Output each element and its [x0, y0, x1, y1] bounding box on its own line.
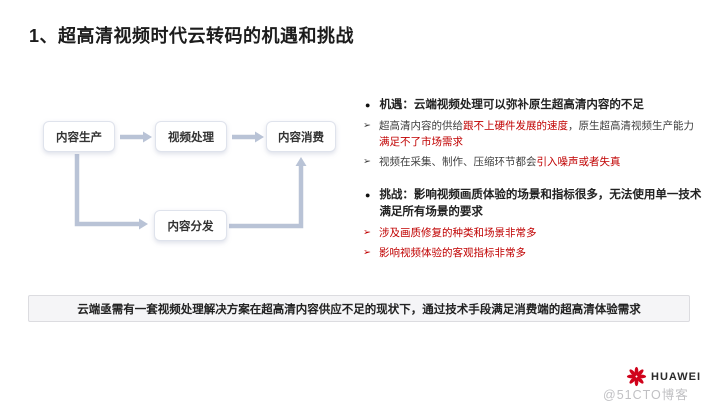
challenge-point-1: ➢ 涉及画质修复的种类和场景非常多	[363, 225, 703, 241]
text-segment-highlight: 满足不了市场需求	[379, 135, 463, 148]
arrow-bullet-icon: ➢	[363, 247, 371, 259]
page-title: 1、超高清视频时代云转码的机遇和挑战	[29, 26, 355, 46]
flow-node-label: 视频处理	[168, 131, 214, 144]
flow-node-video-processing: 视频处理	[155, 121, 227, 152]
challenge-header: ● 挑战：影响视频画质体验的场景和指标很多，无法使用单一技术满足所有场景的要求	[363, 187, 703, 220]
opportunity-point-1-text: 超高清内容的供给跟不上硬件发展的速度，原生超高清视频生产能力满足不了市场需求	[379, 118, 703, 151]
arrowhead-right-icon	[139, 218, 148, 230]
challenge-point-2: ➢ 影响视频体验的客观指标非常多	[363, 245, 703, 261]
summary-banner-text: 云端亟需有一套视频处理解决方案在超高清内容供应不足的现状下，通过技术手段满足消费…	[77, 303, 641, 316]
challenge-point-1-text: 涉及画质修复的种类和场景非常多	[379, 226, 537, 239]
arrow-production-to-distribution	[74, 154, 139, 227]
arrow-bullet-icon: ➢	[363, 156, 371, 168]
opportunity-point-1: ➢ 超高清内容的供给跟不上硬件发展的速度，原生超高清视频生产能力满足不了市场需求	[363, 118, 703, 151]
huawei-logo-text: HUAWEI	[651, 370, 701, 383]
text-segment: 视频在采集、制作、压缩环节都会	[379, 156, 537, 169]
text-segment: 超高清内容的供给	[379, 119, 463, 132]
arrowhead-right-icon	[255, 131, 264, 143]
flow-node-label: 内容生产	[56, 131, 102, 144]
opportunity-point-2-text: 视频在采集、制作、压缩环节都会引入噪声或者失真	[379, 154, 703, 170]
bullet-points-panel: ● 机遇：云端视频处理可以弥补原生超高清内容的不足 ➢ 超高清内容的供给跟不上硬…	[363, 97, 703, 261]
flow-node-content-distribution: 内容分发	[154, 210, 227, 241]
section-spacer	[363, 170, 703, 187]
flow-node-label: 内容分发	[167, 220, 214, 233]
text-segment-highlight: 跟不上硬件发展的速度	[463, 119, 568, 132]
opportunity-header: ● 机遇：云端视频处理可以弥补原生超高清内容的不足	[363, 97, 703, 114]
arrow-distribution-to-consumption	[229, 166, 304, 229]
arrow-bullet-icon: ➢	[363, 226, 371, 238]
challenge-point-2-text: 影响视频体验的客观指标非常多	[379, 247, 526, 260]
text-segment-highlight: 引入噪声或者失真	[536, 156, 621, 169]
arrowhead-right-icon	[143, 131, 152, 143]
huawei-flower-icon	[626, 366, 647, 387]
opportunity-title: 机遇：云端视频处理可以弥补原生超高清内容的不足	[379, 99, 644, 111]
flow-node-label: 内容消费	[278, 131, 324, 144]
bullet-dot-icon: ●	[365, 190, 371, 201]
flow-node-content-production: 内容生产	[43, 121, 115, 152]
arrowhead-up-icon	[295, 157, 307, 166]
opportunity-point-2: ➢ 视频在采集、制作、压缩环节都会引入噪声或者失真	[363, 154, 703, 170]
arrow-bullet-icon: ➢	[363, 119, 371, 131]
text-segment: ，原生超高清视频生产能力	[568, 119, 694, 132]
summary-banner: 云端亟需有一套视频处理解决方案在超高清内容供应不足的现状下，通过技术手段满足消费…	[28, 295, 690, 322]
watermark: @51CTO博客	[603, 388, 689, 402]
bullet-dot-icon: ●	[365, 100, 371, 110]
flow-node-content-consumption: 内容消费	[266, 121, 336, 152]
huawei-logo: HUAWEI	[626, 366, 701, 387]
challenge-title: 挑战：影响视频画质体验的场景和指标很多，无法使用单一技术满足所有场景的要求	[379, 189, 702, 219]
